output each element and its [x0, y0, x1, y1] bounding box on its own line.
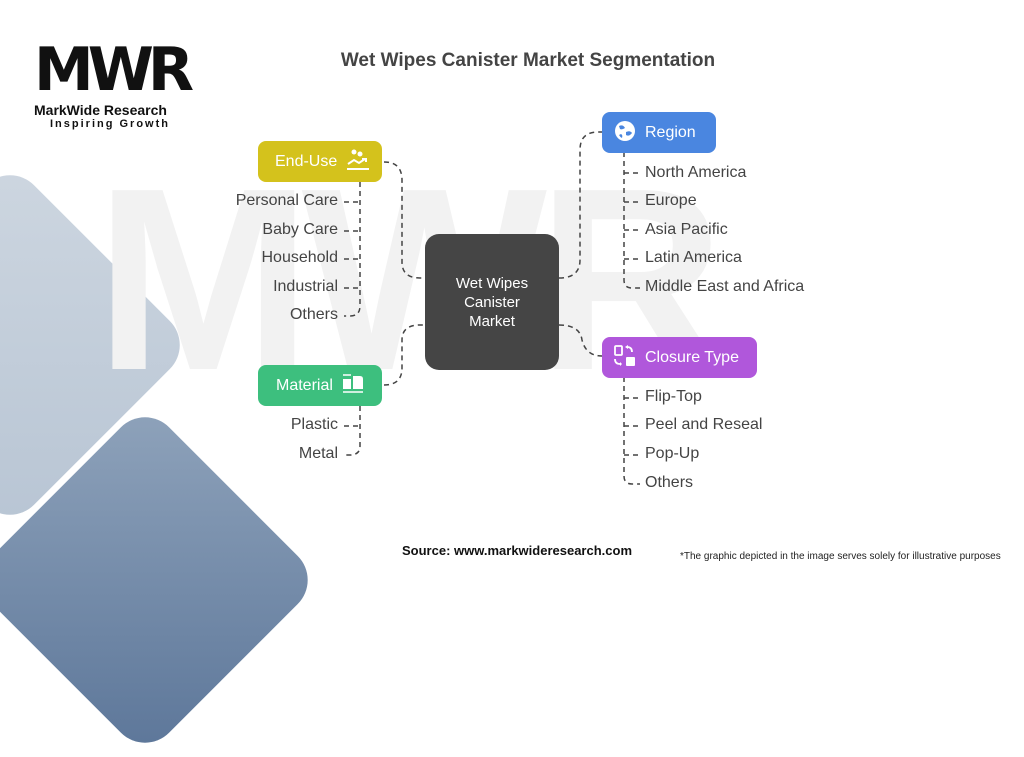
segment-label: Material [276, 376, 333, 394]
segment-label: End-Use [275, 152, 338, 170]
segment-end-use: End-Use [258, 141, 382, 182]
logo-mark: MWR [34, 35, 194, 105]
logo: MWR MarkWide Research Inspiring Growth [34, 40, 194, 130]
region-item: Asia Pacific [645, 221, 728, 238]
region-item: Europe [645, 192, 697, 209]
hands-wipe-icon [345, 148, 371, 175]
material-item: Metal [298, 445, 338, 462]
segment-region: Region [602, 112, 716, 153]
end-use-item: Personal Care [235, 192, 338, 209]
logo-tagline: Inspiring Growth [50, 118, 170, 130]
logo-name: MarkWide Research [34, 102, 167, 118]
end-use-item: Baby Care [262, 221, 338, 238]
region-item: Latin America [645, 249, 742, 266]
center-line-3: Market [469, 312, 515, 330]
closure-type-item: Flip-Top [645, 388, 702, 405]
segment-label: Closure Type [645, 348, 739, 366]
disclaimer-note: *The graphic depicted in the image serve… [680, 551, 1001, 562]
segment-closure-type: Closure Type [602, 337, 757, 378]
region-item: North America [645, 164, 747, 181]
segment-label: Region [645, 123, 696, 141]
end-use-item: Others [289, 306, 338, 323]
page-title: Wet Wipes Canister Market Segmentation [340, 50, 716, 71]
material-blocks-icon [341, 373, 365, 398]
closure-type-item: Peel and Reseal [645, 416, 763, 433]
end-use-item: Household [261, 249, 339, 266]
center-line-2: Canister [464, 293, 520, 311]
swap-box-icon [613, 344, 637, 371]
center-line-1: Wet Wipes [455, 274, 529, 292]
connector-lines [344, 131, 640, 485]
center-node: Wet Wipes Canister Market [425, 234, 559, 370]
end-use-item: Industrial [273, 278, 338, 295]
source-text: Source: www.markwideresearch.com [402, 543, 633, 558]
closure-type-item: Pop-Up [645, 445, 700, 462]
segment-material: Material [258, 365, 382, 406]
closure-type-item: Others [645, 474, 694, 491]
region-item: Middle East and Africa [645, 278, 805, 295]
material-item: Plastic [290, 416, 338, 433]
globe-icon [614, 120, 636, 145]
